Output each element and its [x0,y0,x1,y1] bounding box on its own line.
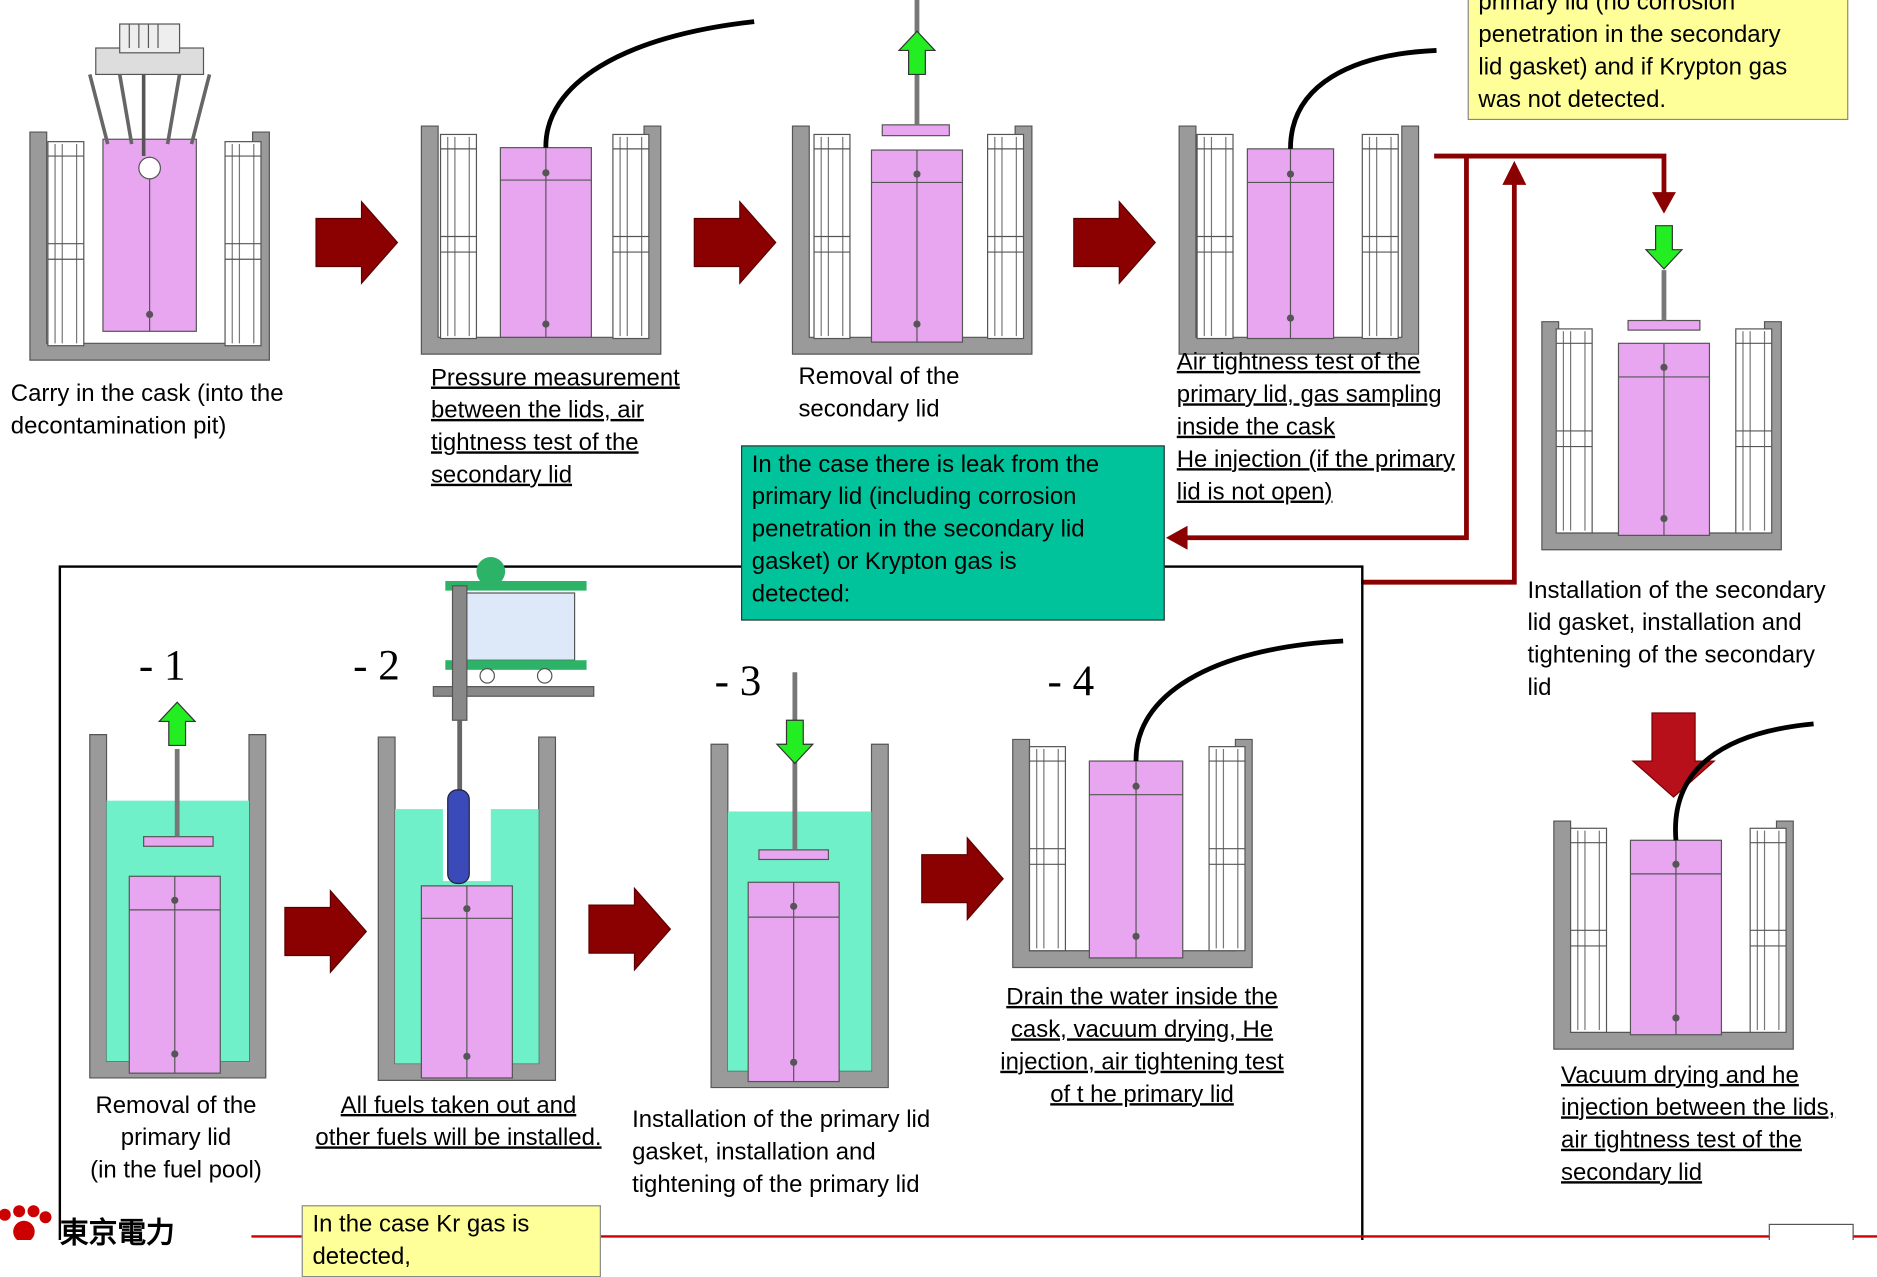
scene-install-secondary-lid [1541,225,1782,551]
flow-arrow-b2 [588,887,671,971]
scene-removal-secondary-lid [791,0,1033,355]
flow-arrow-2 [693,201,777,284]
scene-carry-in [29,23,270,361]
scene-drain-water [1012,638,1344,969]
sub-process-box [58,565,1364,1241]
scene-air-tightness-primary [1178,48,1437,355]
flow-lines [1185,153,1667,585]
scene-fuel-exchange [377,556,595,1081]
page-number-box [1768,1223,1854,1241]
flow-arrow-b3 [921,837,1004,921]
scene-install-primary-lid [710,672,889,1089]
company-logo-text: 東京電力 [59,1217,175,1250]
diagram-graphics [0,0,1877,1241]
flow-arrow-1 [315,201,399,284]
step-number-2: - 2 [353,641,400,690]
logo-mark-icon [0,1205,52,1241]
flow-arrow-b1 [284,890,367,973]
step-number-1: - 1 [138,641,186,690]
scene-vacuum-drying [1553,712,1814,1050]
step-number-4: - 4 [1047,656,1095,705]
step-number-3: - 3 [714,656,762,705]
scene-removal-primary-lid [89,701,267,1079]
flow-arrow-3 [1073,201,1156,284]
scene-pressure-measurement [420,19,755,355]
